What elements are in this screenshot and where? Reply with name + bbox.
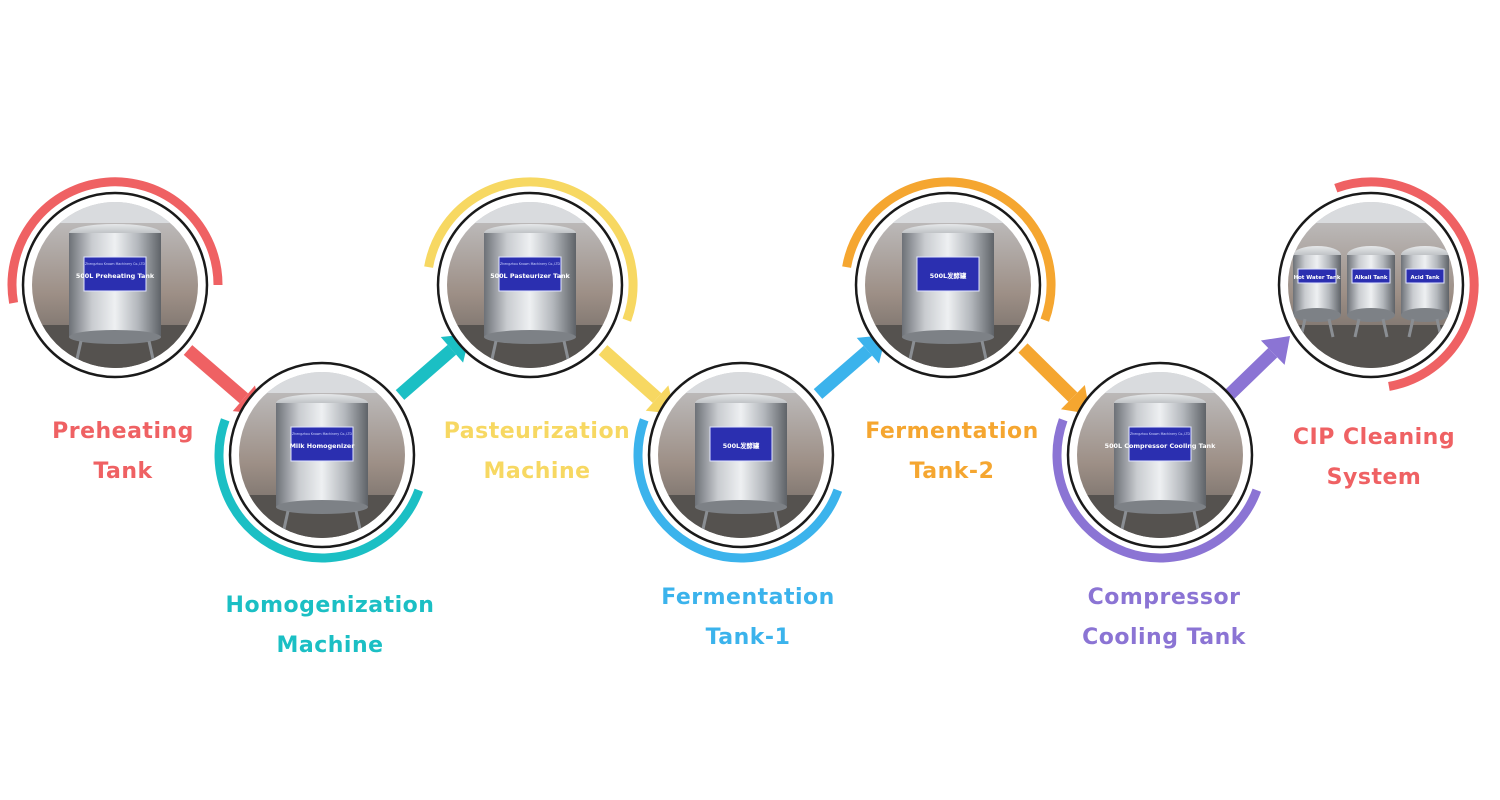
step-7-title-line1: CIP Cleaning bbox=[1292, 425, 1456, 450]
nameplate-text: 500L发酵罐 bbox=[723, 441, 760, 450]
nameplate-text: Alkali Tank bbox=[1355, 275, 1388, 281]
nameplate bbox=[290, 426, 354, 462]
equipment-photo: Milk Homogenizer Zhengzhou Known Machiner… bbox=[239, 372, 405, 538]
step-6-title-line1: Compressor bbox=[1087, 585, 1241, 610]
nameplate-text: 500L Compressor Cooling Tank bbox=[1105, 442, 1216, 450]
progress-ring-arc bbox=[1334, 177, 1479, 391]
step-label-7: CIP Cleaning System bbox=[1293, 418, 1455, 498]
nameplate-maker-text: Zhengzhou Known Machinery Co.,LTD bbox=[85, 262, 146, 266]
nameplate-text: 500L Pasteurizer Tank bbox=[490, 272, 570, 280]
flow-arrow-5 bbox=[1018, 343, 1090, 414]
step-label-2: Homogenization Machine bbox=[226, 586, 435, 666]
equipment-photo: 500L Pasteurizer Tank Zhengzhou Known Mac… bbox=[447, 202, 613, 368]
nameplate-text: Hot Water Tank bbox=[1294, 275, 1341, 281]
nameplate-maker-text: Zhengzhou Known Machinery Co.,LTD bbox=[1130, 432, 1191, 436]
step-node-5: 500L发酵罐 bbox=[842, 177, 1056, 379]
step-4-title-line2: Tank-1 bbox=[705, 625, 791, 650]
nameplate bbox=[916, 256, 980, 292]
step-label-1: Preheating Tank bbox=[52, 412, 194, 492]
step-node-1: 500L Preheating Tank Zhengzhou Known Mach… bbox=[7, 177, 223, 379]
progress-ring-arc bbox=[633, 418, 843, 563]
equipment-photo: Hot Water Tank Alkali Tank Acid Tank bbox=[1288, 202, 1454, 368]
step-1-title-line1: Preheating bbox=[52, 419, 194, 444]
step-label-3: Pasteurization Machine bbox=[444, 412, 630, 492]
nameplate bbox=[1297, 268, 1337, 284]
equipment-photo: 500L发酵罐 bbox=[658, 372, 824, 538]
nameplate bbox=[498, 256, 562, 292]
progress-ring-arc bbox=[214, 418, 424, 563]
step-node-6: 500L Compressor Cooling Tank Zhengzhou Kn… bbox=[1052, 361, 1262, 563]
nameplate-maker-text: Zhengzhou Known Machinery Co.,LTD bbox=[500, 262, 561, 266]
step-node-2: Milk Homogenizer Zhengzhou Known Machiner… bbox=[214, 361, 424, 563]
progress-ring-arc bbox=[424, 177, 638, 322]
nameplate bbox=[1351, 268, 1391, 284]
step-4-title-line1: Fermentation bbox=[661, 585, 835, 610]
nameplate-text: Milk Homogenizer bbox=[290, 442, 356, 450]
progress-ring-arc bbox=[7, 177, 223, 304]
nameplate bbox=[83, 256, 147, 292]
step-node-3: 500L Pasteurizer Tank Zhengzhou Known Mac… bbox=[424, 177, 638, 379]
nameplate-text: Acid Tank bbox=[1411, 275, 1440, 281]
nameplate bbox=[1128, 426, 1192, 462]
step-5-title-line1: Fermentation bbox=[865, 419, 1039, 444]
progress-ring-arc bbox=[842, 177, 1056, 322]
nameplate bbox=[709, 426, 773, 462]
step-2-title-line2: Machine bbox=[276, 633, 384, 658]
step-3-title-line1: Pasteurization bbox=[443, 419, 631, 444]
flow-arrow-6 bbox=[1223, 336, 1290, 401]
step-2-title-line1: Homogenization bbox=[225, 593, 435, 618]
step-3-title-line2: Machine bbox=[483, 459, 591, 484]
step-node-4: 500L发酵罐 bbox=[633, 361, 843, 563]
nameplate-maker-text: Zhengzhou Known Machinery Co.,LTD bbox=[292, 432, 353, 436]
step-label-4: Fermentation Tank-1 bbox=[661, 578, 835, 658]
step-1-title-line2: Tank bbox=[93, 459, 153, 484]
nameplate bbox=[1405, 268, 1445, 284]
progress-ring-arc bbox=[1052, 418, 1262, 563]
step-label-6: Compressor Cooling Tank bbox=[1082, 578, 1246, 658]
flow-arrows bbox=[183, 334, 1290, 414]
nameplate-text: 500L发酵罐 bbox=[930, 271, 967, 280]
nameplate-text: 500L Preheating Tank bbox=[76, 272, 155, 280]
step-node-7: Hot Water Tank Alkali Tank Acid Tank bbox=[1277, 177, 1479, 391]
step-7-title-line2: System bbox=[1326, 465, 1422, 490]
step-6-title-line2: Cooling Tank bbox=[1082, 625, 1246, 650]
step-label-5: Fermentation Tank-2 bbox=[865, 412, 1039, 492]
step-5-title-line2: Tank-2 bbox=[909, 459, 995, 484]
